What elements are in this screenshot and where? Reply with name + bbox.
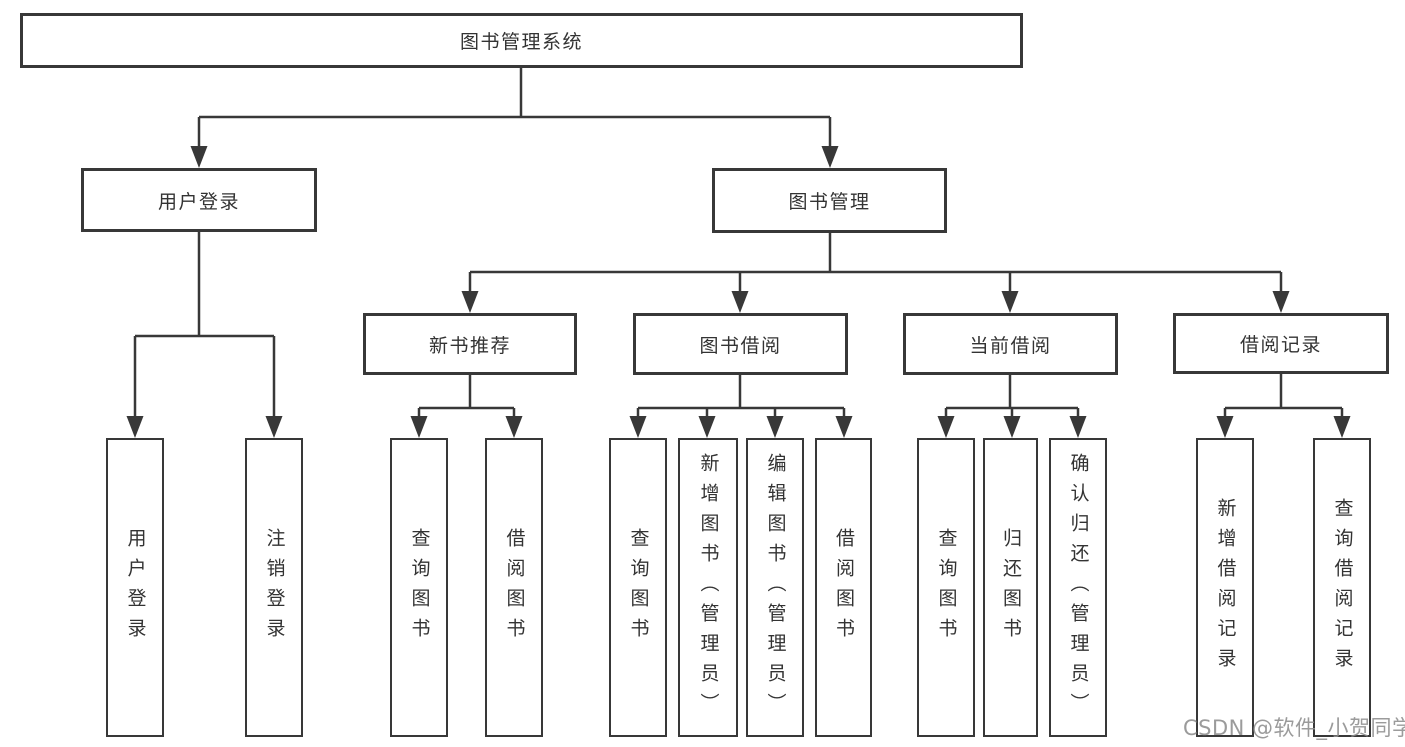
node-label-current-borrowing: 当前借阅 [969,334,1052,357]
arrowhead-icon [698,416,716,438]
node-label-borrow-edit-book: 编辑图书（管理员） [764,452,787,723]
node-label-records-add-record: 新增借阅记录 [1214,497,1237,678]
node-label-book-management: 图书管理 [788,191,871,213]
node-label-borrow-query-book: 查询图书 [627,527,650,648]
node-label-records-query-record: 查询借阅记录 [1331,497,1354,678]
node-current-borrowing: 当前借阅 [903,313,1118,375]
node-book-management: 图书管理 [712,168,947,233]
arrowhead-icon [1272,291,1290,313]
arrowhead-icon [731,291,749,313]
node-root: 图书管理系统 [20,13,1023,68]
arrowhead-icon [461,291,479,313]
node-records-add-record: 新增借阅记录 [1196,438,1254,737]
arrowhead-icon [835,416,853,438]
node-current-query-book: 查询图书 [917,438,975,737]
node-label-current-query-book: 查询图书 [935,527,958,648]
node-user-login-group: 用户登录 [81,168,317,232]
arrowhead-icon [766,416,784,438]
arrowhead-icon [1216,416,1234,438]
arrowhead-icon [126,416,144,438]
node-borrowing-records: 借阅记录 [1173,313,1389,374]
node-borrow-add-book: 新增图书（管理员） [678,438,738,737]
node-label-recommend-borrow-book: 借阅图书 [503,527,526,648]
arrowhead-icon [410,416,428,438]
node-label-recommend-query-book: 查询图书 [408,527,431,648]
node-label-new-book-recommendation: 新书推荐 [428,334,511,357]
node-logout: 注销登录 [245,438,303,737]
node-label-current-return-book: 归还图书 [1000,527,1022,648]
node-borrow-borrow-book: 借阅图书 [815,438,872,737]
arrowhead-icon [1001,291,1019,313]
node-label-user-login: 用户登录 [124,527,147,648]
arrowhead-icon [505,416,523,438]
node-new-book-recommendation: 新书推荐 [363,313,577,375]
arrowhead-icon [1333,416,1351,438]
arrowhead-icon [265,416,283,438]
watermark: CSDN @软件_小贺同学 [1183,716,1405,740]
node-label-book-borrowing: 图书借阅 [699,334,782,357]
node-label-root: 图书管理系统 [459,31,583,53]
node-current-return-book: 归还图书 [983,438,1038,737]
node-label-current-confirm-return: 确认归还（管理员） [1067,452,1090,723]
node-book-borrowing: 图书借阅 [633,313,848,375]
node-recommend-borrow-book: 借阅图书 [485,438,543,737]
arrowhead-icon [821,146,839,168]
node-label-borrow-borrow-book: 借阅图书 [833,527,855,648]
node-user-login: 用户登录 [106,438,164,737]
node-label-borrow-add-book: 新增图书（管理员） [697,452,720,723]
arrowhead-icon [1003,416,1021,438]
node-borrow-query-book: 查询图书 [609,438,667,737]
node-label-user-login-group: 用户登录 [157,190,240,213]
node-records-query-record: 查询借阅记录 [1313,438,1371,737]
node-current-confirm-return: 确认归还（管理员） [1049,438,1107,737]
node-label-borrowing-records: 借阅记录 [1239,334,1322,356]
arrowhead-icon [629,416,647,438]
node-label-logout: 注销登录 [263,527,286,648]
arrowhead-icon [1069,416,1087,438]
arrowhead-icon [190,146,208,168]
arrowhead-icon [937,416,955,438]
node-recommend-query-book: 查询图书 [390,438,448,737]
node-borrow-edit-book: 编辑图书（管理员） [746,438,804,737]
